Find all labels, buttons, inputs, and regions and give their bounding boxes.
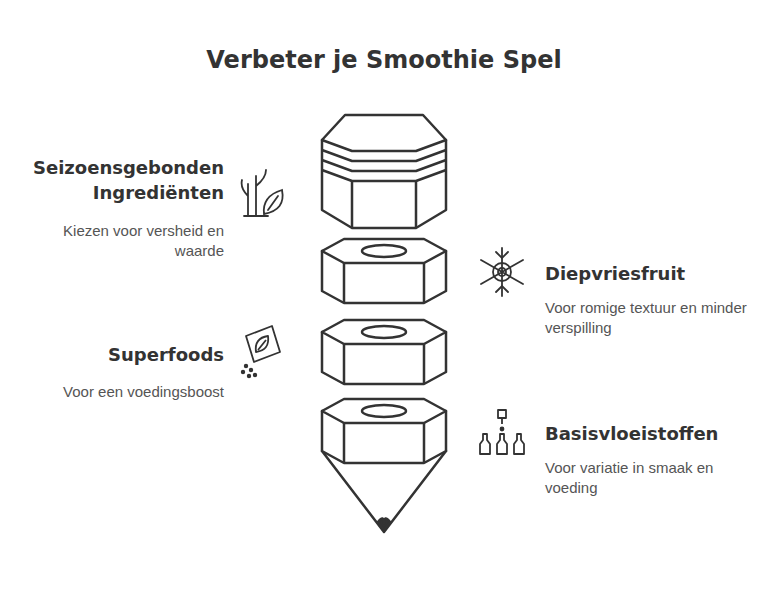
item-description: Voor een voedingsboost [24,382,224,402]
item-heading: Diepvriesfruit [545,261,760,286]
item-heading: Basisvloeistoffen [545,421,760,446]
seed-packet-icon [242,326,280,377]
snowflake-icon [481,248,523,296]
item-heading: Superfoods [20,342,224,367]
item-description: Kiezen voor versheid en waarde [24,221,224,261]
item-heading: Seizoensgebonden Ingrediënten [20,155,224,205]
item-description: Voor variatie in smaak en voeding [545,458,757,498]
plant-icon [242,170,283,216]
diagram-title: Verbeter je Smoothie Spel [0,46,768,74]
bottles-icon [480,410,524,454]
item-description: Voor romige textuur en minder verspillin… [545,298,757,338]
